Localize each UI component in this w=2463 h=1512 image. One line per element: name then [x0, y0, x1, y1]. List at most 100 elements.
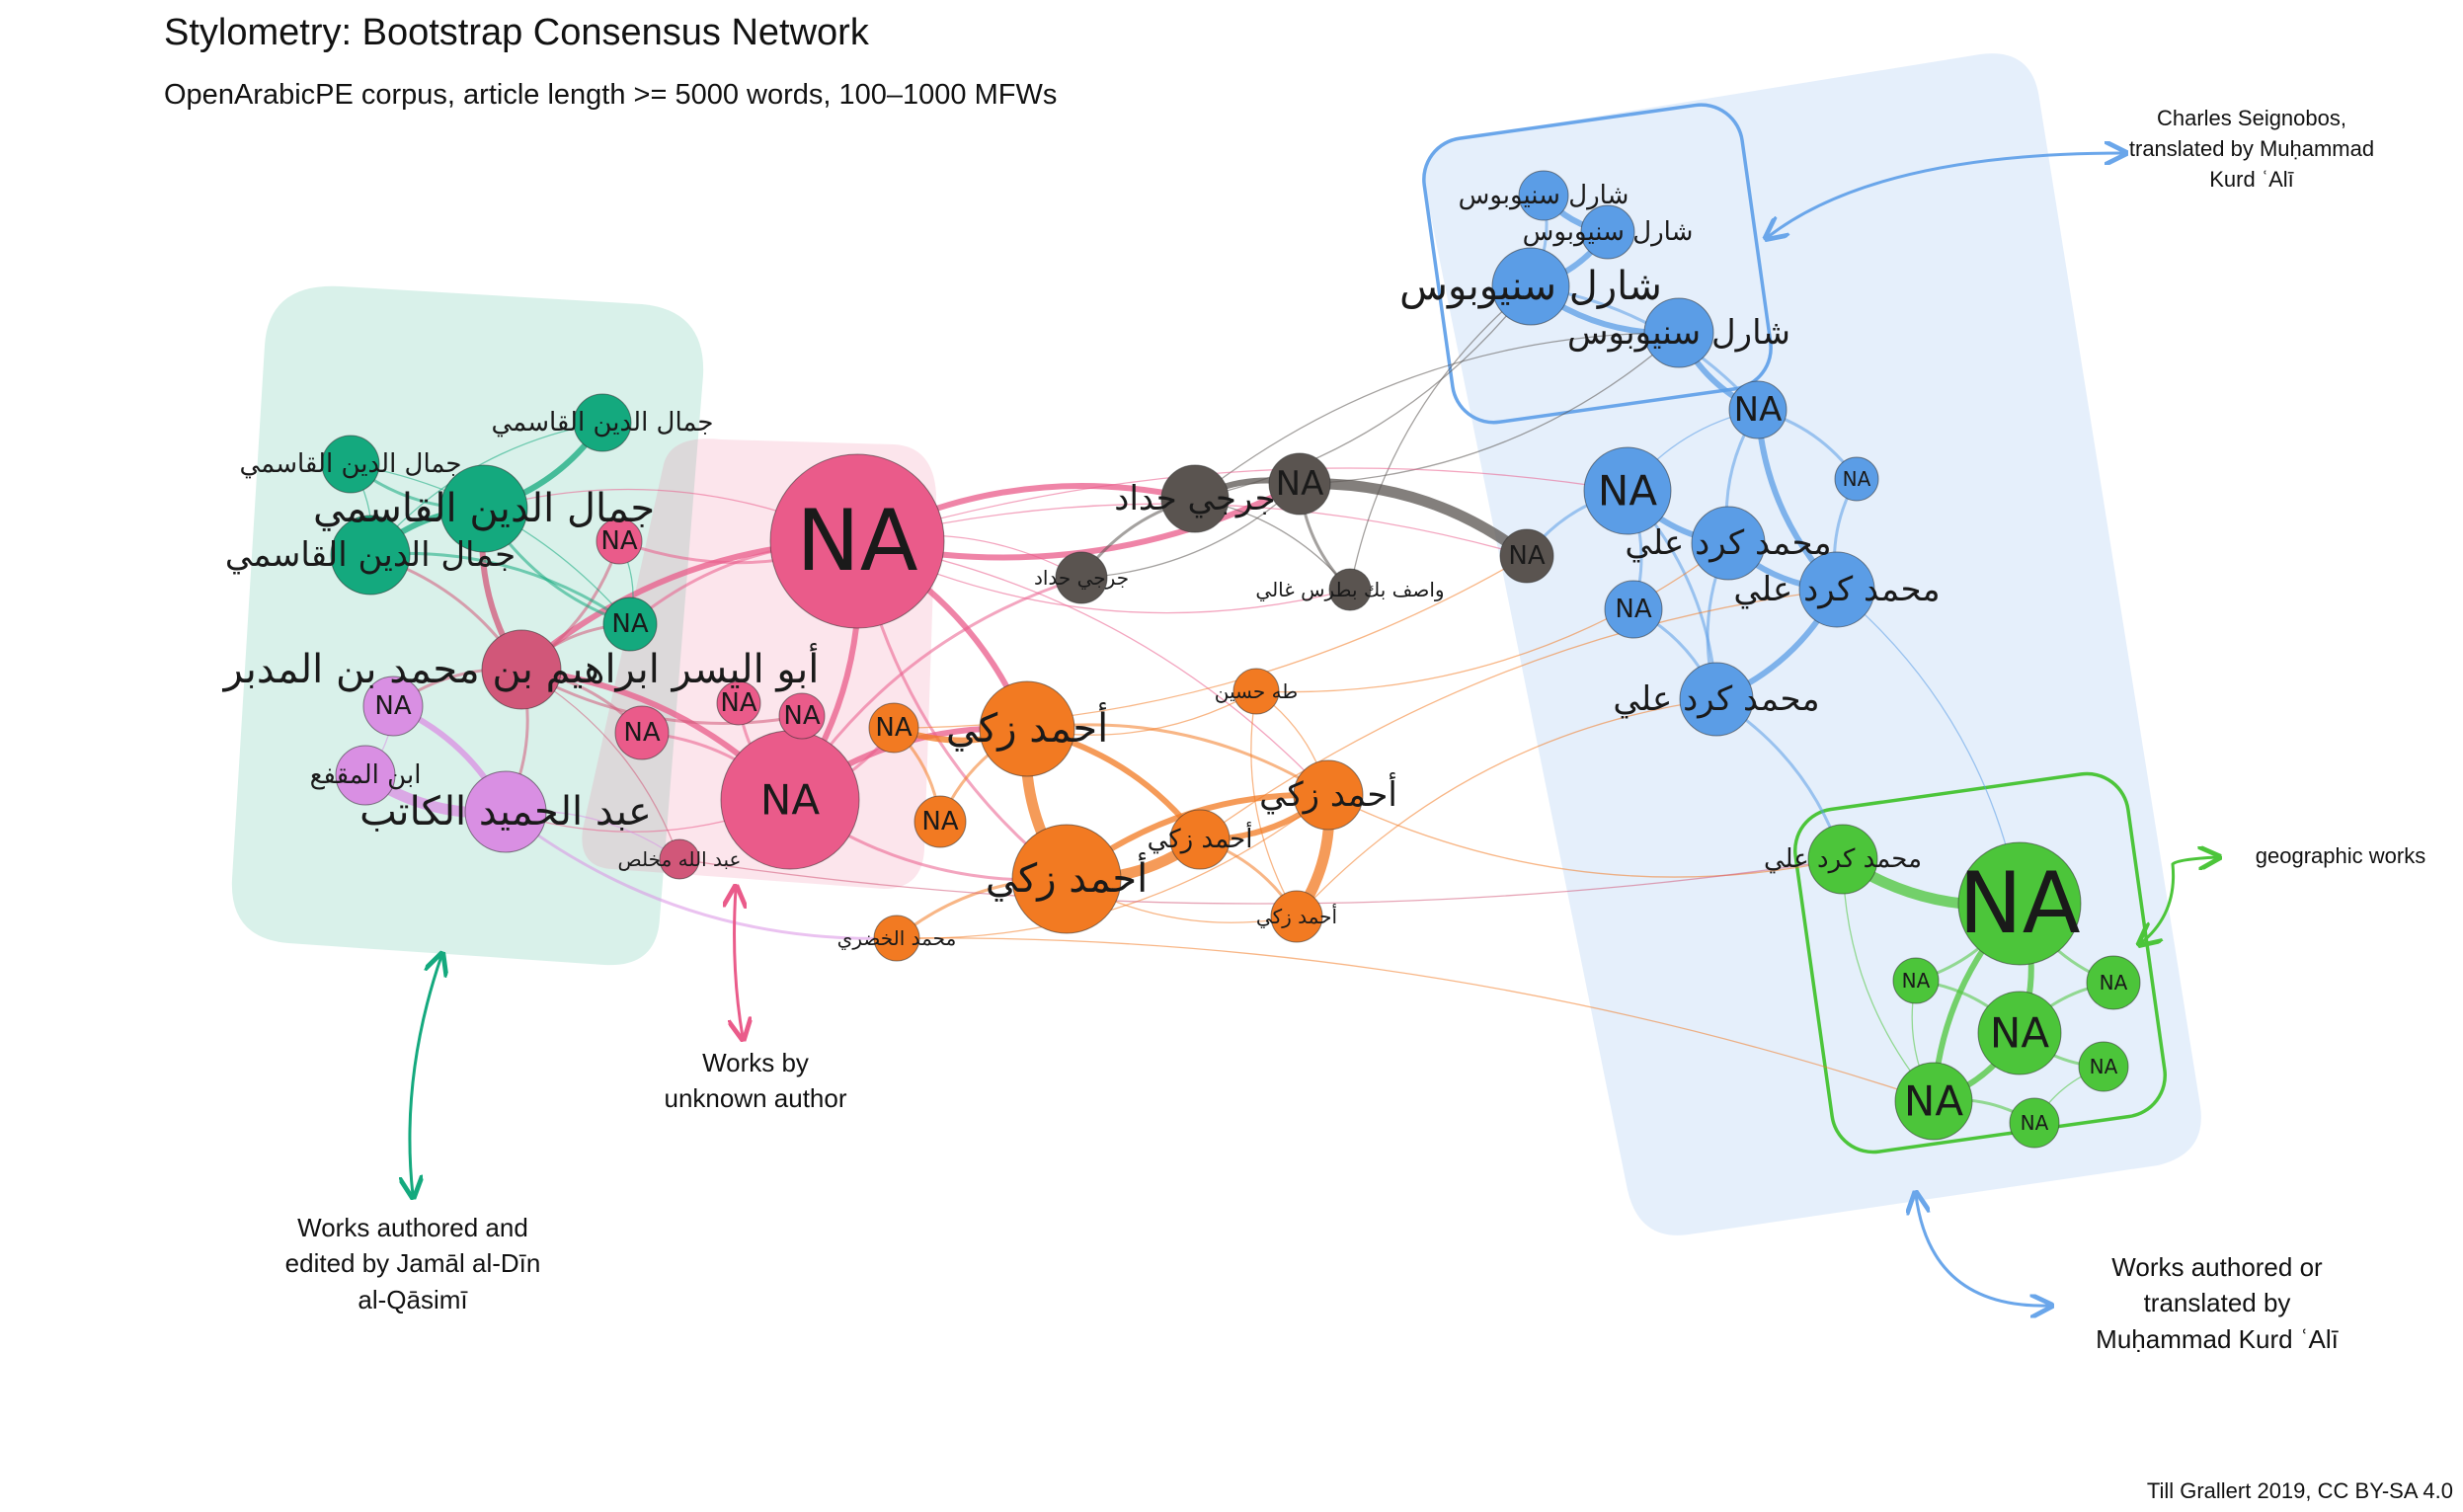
node-mukhlis[interactable] [659, 838, 700, 880]
edge-h1-s4 [1194, 332, 1680, 500]
node-ka3[interactable] [1679, 662, 1754, 737]
node-label-u1: NA [796, 492, 917, 591]
node-label-z1: أحمد زكي [946, 702, 1108, 752]
node-kna2[interactable] [1834, 456, 1879, 502]
annotation-unknown: Works by unknown author [664, 1048, 847, 1114]
edge-z4-g1 [1327, 794, 1844, 878]
node-u5[interactable] [778, 692, 826, 740]
kurd-ali-arrow [1916, 1195, 2049, 1306]
node-k3[interactable] [464, 770, 547, 853]
node-label-gna4: NA [1902, 969, 1931, 993]
node-u4[interactable] [614, 705, 670, 760]
edge-k3-khudari [505, 810, 898, 940]
node-s1[interactable] [1518, 170, 1569, 221]
node-taha[interactable] [1232, 668, 1280, 715]
node-zna1[interactable] [868, 702, 919, 754]
node-label-hna1: NA [1276, 464, 1324, 504]
node-zna2[interactable] [914, 795, 967, 848]
node-z2[interactable] [1011, 824, 1122, 934]
node-label-hna2: NA [1508, 541, 1545, 571]
node-q4[interactable] [330, 515, 411, 596]
node-s4[interactable] [1643, 297, 1714, 368]
node-label-q4: جمال الدين القاسمي [225, 535, 516, 575]
node-z1[interactable] [979, 680, 1075, 777]
node-hna2[interactable] [1499, 528, 1554, 584]
node-u1[interactable] [769, 453, 945, 629]
node-z3[interactable] [1169, 809, 1231, 870]
node-ka2[interactable] [1798, 551, 1875, 628]
edge-taha-ka1 [1255, 542, 1729, 693]
node-gna5[interactable] [2086, 955, 2141, 1010]
node-label-gna1: NA [1958, 854, 2080, 953]
node-gna2[interactable] [1977, 991, 2062, 1075]
node-u6[interactable] [716, 680, 761, 726]
node-hna1[interactable] [1268, 452, 1331, 516]
node-label-kna2: NA [1843, 467, 1871, 491]
node-gna3[interactable] [1894, 1062, 1973, 1141]
edge-z3-ka2 [1199, 589, 1838, 840]
node-khudari[interactable] [873, 915, 920, 962]
node-q3[interactable] [439, 464, 528, 553]
node-label-k2: ابن المقفع [310, 760, 422, 790]
node-z4[interactable] [1293, 759, 1364, 831]
node-q1[interactable] [321, 435, 380, 494]
node-label-kna4: NA [1615, 595, 1651, 624]
edge-hna1-hna2 [1299, 478, 1531, 561]
node-kna3[interactable] [1583, 446, 1672, 535]
node-label-q3: جمال الدين القاسمي [313, 486, 655, 531]
annotation-kurd-ali: Works authored or translated by Muḥammad… [2096, 1252, 2339, 1354]
node-s2[interactable] [1580, 204, 1635, 260]
node-u3[interactable] [596, 517, 643, 565]
node-label-s3: شارل سنيوبوس [1399, 264, 1662, 309]
node-k2[interactable] [335, 745, 396, 806]
node-label-khudari: محمد الخضري [837, 926, 957, 951]
edge-wasif-s3 [1349, 285, 1532, 591]
geographic-arrow [2141, 857, 2217, 943]
node-g1[interactable] [1807, 824, 1878, 895]
credit-line: Till Grallert 2019, CC BY-SA 4.0 [2146, 1478, 2453, 1503]
node-label-qna: NA [611, 609, 648, 639]
node-label-wasif: واصف بك بطرس غالي [1255, 578, 1444, 602]
node-label-g1: محمد كرد علي [1764, 844, 1922, 874]
node-kna4[interactable] [1604, 580, 1663, 639]
node-label-zna1: NA [875, 713, 912, 743]
node-gna1[interactable] [1957, 841, 2082, 966]
node-label-k1: NA [374, 691, 411, 721]
chart-subtitle: OpenArabicPE corpus, article length >= 5… [164, 79, 1058, 111]
node-label-q1: جمال الدين القاسمي [240, 449, 462, 479]
node-h1[interactable] [1160, 464, 1230, 533]
annotation-arrows [410, 153, 2217, 1306]
node-label-kna1: NA [1734, 390, 1783, 430]
edge-z5-ka3 [1296, 698, 1717, 917]
node-label-mudabbir: أبو اليسر ابراهيم بن محمد بن المدبر [222, 643, 820, 692]
node-k1[interactable] [362, 676, 424, 737]
node-ka1[interactable] [1691, 506, 1766, 581]
annotation-qasimi: Works authored and edited by Jamāl al-Dī… [284, 1213, 541, 1314]
qasimi-arrow [410, 956, 441, 1195]
unknown-arrow [735, 889, 743, 1037]
node-q2[interactable] [573, 393, 632, 452]
node-label-u5: NA [783, 701, 820, 731]
chart-title: Stylometry: Bootstrap Consensus Network [164, 12, 869, 53]
node-label-z3: أحمد زكي [1148, 821, 1253, 854]
edge-h1-s3 [1194, 285, 1532, 500]
node-z5[interactable] [1270, 890, 1323, 943]
node-label-z4: أحمد زكي [1259, 772, 1397, 815]
node-label-u6: NA [720, 688, 756, 718]
node-label-ka3: محمد كرد علي [1613, 679, 1819, 719]
node-label-s1: شارل سنيوبوس [1459, 181, 1629, 210]
node-qna[interactable] [602, 597, 658, 652]
node-gna7[interactable] [2009, 1097, 2060, 1149]
node-gna4[interactable] [1892, 957, 1940, 1004]
node-mudabbir[interactable] [481, 629, 562, 710]
node-label-h2: جرجي حداد [1034, 566, 1129, 591]
node-label-u2: NA [760, 776, 820, 825]
node-s3[interactable] [1491, 247, 1570, 326]
node-h2[interactable] [1055, 551, 1108, 604]
node-wasif[interactable] [1328, 568, 1372, 611]
node-label-u4: NA [623, 718, 660, 748]
node-label-gna2: NA [1990, 1009, 2049, 1058]
node-kna1[interactable] [1728, 380, 1788, 439]
edge-hna1-s4 [1299, 332, 1680, 485]
node-gna6[interactable] [2078, 1041, 2129, 1092]
